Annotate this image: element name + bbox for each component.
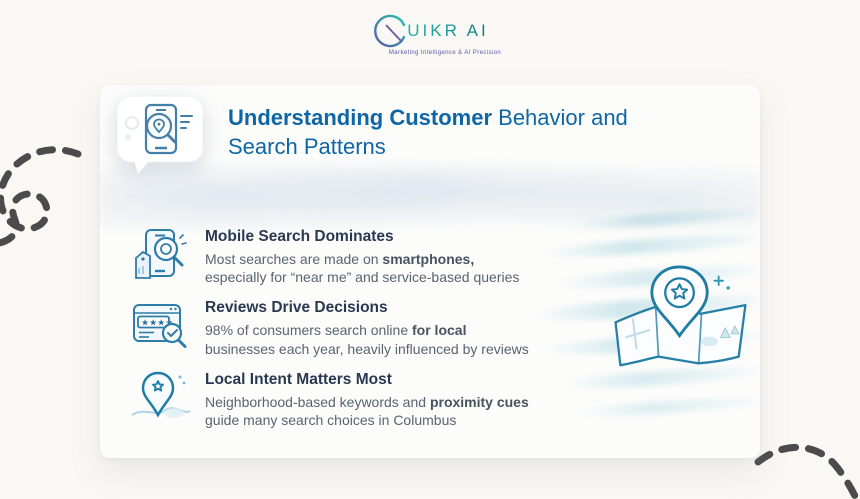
brand-logo-text: UIKR AI <box>407 21 489 40</box>
item-body: Most searches are made on smartphones, e… <box>205 251 520 286</box>
phone-search-bubble-icon <box>116 95 204 174</box>
brand-logo: UIKR AI Marketing Intelligence & AI Prec… <box>0 10 860 56</box>
item-body: 98% of consumers search online for local… <box>205 322 529 357</box>
watercolor-cloud-band <box>100 165 760 229</box>
item-title: Local Intent Matters Most <box>205 370 392 388</box>
insight-list: Mobile Search Dominates Most searches ar… <box>130 226 585 429</box>
review-stars: ★★★★ <box>141 318 173 328</box>
infographic-card: Understanding Customer Behavior and Sear… <box>100 85 760 458</box>
brand-tagline: Marketing Intelligence & AI Precision <box>388 50 502 56</box>
mobile-search-icon <box>135 229 187 279</box>
page-title-rest: Behavior and Search Patterns <box>228 105 628 160</box>
item-title: Mobile Search Dominates <box>205 228 394 245</box>
list-item-text: Local Intent Matters Most Neighborhood-b… <box>205 369 585 429</box>
dashed-swirl-decoration <box>0 146 82 247</box>
map-location-pin-illustration <box>614 265 747 367</box>
list-item: ★★★★ Reviews Drive Decisions 98% of cons… <box>130 297 585 357</box>
local-pin-map-icon <box>131 371 191 418</box>
item-title: Reviews Drive Decisions <box>205 299 388 317</box>
quikr-q-icon <box>374 14 406 48</box>
brand-logo-row: UIKR AI <box>371 10 488 52</box>
item-body: Neighborhood-based keywords and proximit… <box>205 393 529 428</box>
list-item-text: Mobile Search Dominates Most searches ar… <box>205 226 585 286</box>
dashed-curve-decoration <box>754 444 859 499</box>
page-title-bold: Understanding Customer <box>228 105 493 130</box>
reviews-browser-icon: ★★★★ <box>133 304 187 349</box>
list-item: Local Intent Matters Most Neighborhood-b… <box>130 369 585 429</box>
list-item: Mobile Search Dominates Most searches ar… <box>130 226 585 286</box>
card-header: Understanding Customer Behavior and Sear… <box>114 93 658 177</box>
page-title: Understanding Customer Behavior and Sear… <box>228 103 658 161</box>
watercolor-streak <box>574 394 760 420</box>
list-item-text: Reviews Drive Decisions 98% of consumers… <box>205 297 585 357</box>
